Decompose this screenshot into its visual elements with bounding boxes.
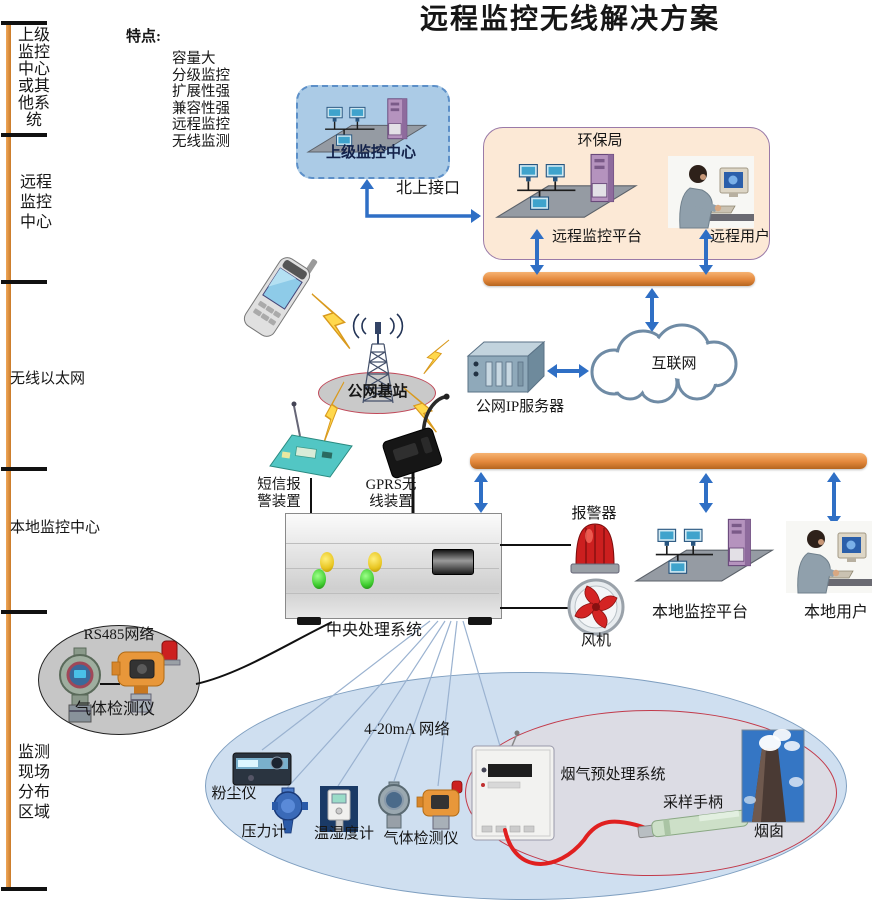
- gprs-device-icon: [382, 393, 450, 479]
- internet-cloud-icon: [590, 323, 738, 404]
- sidebar-section-upper: 上级监控中心或其他系统: [17, 27, 50, 129]
- remote-platform-label: 远程监控平台: [551, 229, 642, 245]
- remote-bus-bar: [483, 272, 755, 286]
- sidebar-section-remote: 远程监控中心: [19, 174, 52, 231]
- remote-platform-lan-icon: [496, 153, 637, 219]
- wireless-lightning-icon: [311, 293, 450, 448]
- cpu-panel-line: [286, 568, 499, 569]
- cpu-led-yellow: [368, 552, 382, 572]
- analog-network-lines: [261, 620, 501, 789]
- sidebar-tick: [1, 467, 47, 471]
- alarm-beacon-icon: [570, 523, 620, 574]
- cpu-foot: [297, 617, 321, 625]
- rs485-label: RS485网络: [83, 627, 155, 643]
- flue-gas-system-label: 烟气预处理系统: [560, 767, 666, 783]
- base-station-tower-icon: [352, 313, 404, 404]
- sidebar-tick: [1, 610, 47, 614]
- ip-server-icon: [466, 340, 546, 394]
- sidebar-tick: [1, 21, 47, 25]
- sms-alarm-board-icon: [269, 401, 353, 478]
- local-platform-lan-icon: [635, 518, 774, 582]
- sampling-handle-label: 采样手柄: [662, 795, 723, 811]
- cpu-panel-line: [286, 593, 499, 594]
- chimney-photo: [741, 729, 805, 823]
- cpu-foot: [468, 617, 492, 625]
- cpu-panel-line: [286, 543, 499, 544]
- cell-phone-icon: [243, 257, 318, 337]
- local-user-label: 本地用户: [803, 604, 868, 621]
- gas-detector-gray-icon: [59, 647, 101, 723]
- sampling-cable: [503, 819, 648, 866]
- local-user-icon: [785, 520, 873, 594]
- gprs-device-label: GPRS无 线装置: [365, 477, 417, 511]
- temp-humidity-meter-icon: [320, 786, 358, 832]
- gas-detector-orange-icon: [111, 640, 181, 713]
- sms-device-label: 短信报 警装置: [257, 477, 301, 511]
- field-gas-detector-label: 气体检测仪: [383, 831, 459, 847]
- sidebar-section-field: 监测现场分布区域: [17, 744, 50, 821]
- gas-detector-field-orange-icon: [416, 780, 463, 830]
- cpu-display-slot: [432, 549, 474, 575]
- sidebar-axis-line: [6, 21, 11, 891]
- north-interface-label: 北上接口: [395, 180, 460, 197]
- remote-user-icon: [667, 155, 755, 229]
- cpu-led-green: [360, 569, 374, 589]
- sidebar-tick: [1, 887, 47, 891]
- upper-center-label: 上级监控中心: [325, 145, 416, 161]
- sidebar-section-wireless: 无线以太网: [10, 371, 86, 387]
- page-title: 远程监控无线解决方案: [419, 4, 720, 35]
- remote-user-label: 远程用户: [709, 229, 770, 245]
- cpu-led-green: [312, 569, 326, 589]
- pressure-gauge-label: 压力计: [241, 824, 287, 840]
- features-heading: 特点:: [126, 29, 161, 45]
- fan-label: 风机: [580, 633, 611, 649]
- internet-label: 互联网: [651, 356, 697, 372]
- link-arrows: [360, 179, 841, 526]
- wired-links: [100, 472, 571, 685]
- sidebar-tick: [1, 133, 47, 137]
- local-platform-label: 本地监控平台: [651, 604, 748, 621]
- ip-server-label: 公网IP服务器: [475, 399, 565, 415]
- flue-gas-cabinet-icon: [471, 730, 555, 841]
- base-station-label: 公网基站: [347, 384, 408, 400]
- rs485-gas-detector-label: 气体检测仪: [74, 701, 155, 718]
- dust-meter-label: 粉尘仪: [211, 786, 257, 802]
- local-bus-bar: [470, 453, 867, 469]
- chimney-label: 烟囱: [753, 824, 784, 840]
- cpu-led-yellow: [320, 552, 334, 572]
- dust-meter-icon: [232, 752, 292, 786]
- features-list: 容量大 分级监控 扩展性强 兼容性强 远程监控 无线监测: [172, 51, 230, 150]
- temp-humidity-label: 温湿度计: [313, 826, 374, 842]
- exhaust-fan-icon: [567, 578, 625, 636]
- gas-detector-field-gray-icon: [378, 781, 410, 829]
- epa-bureau-label: 环保局: [577, 133, 623, 149]
- alarm-label: 报警器: [571, 506, 617, 522]
- sidebar-section-local: 本地监控中心: [10, 520, 101, 536]
- pressure-gauge-icon: [272, 787, 308, 834]
- cpu-label: 中央处理系统: [325, 622, 422, 639]
- analog-network-label: 4-20mA 网络: [364, 721, 450, 738]
- sampling-handle-icon: [637, 809, 749, 839]
- sidebar-tick: [1, 280, 47, 284]
